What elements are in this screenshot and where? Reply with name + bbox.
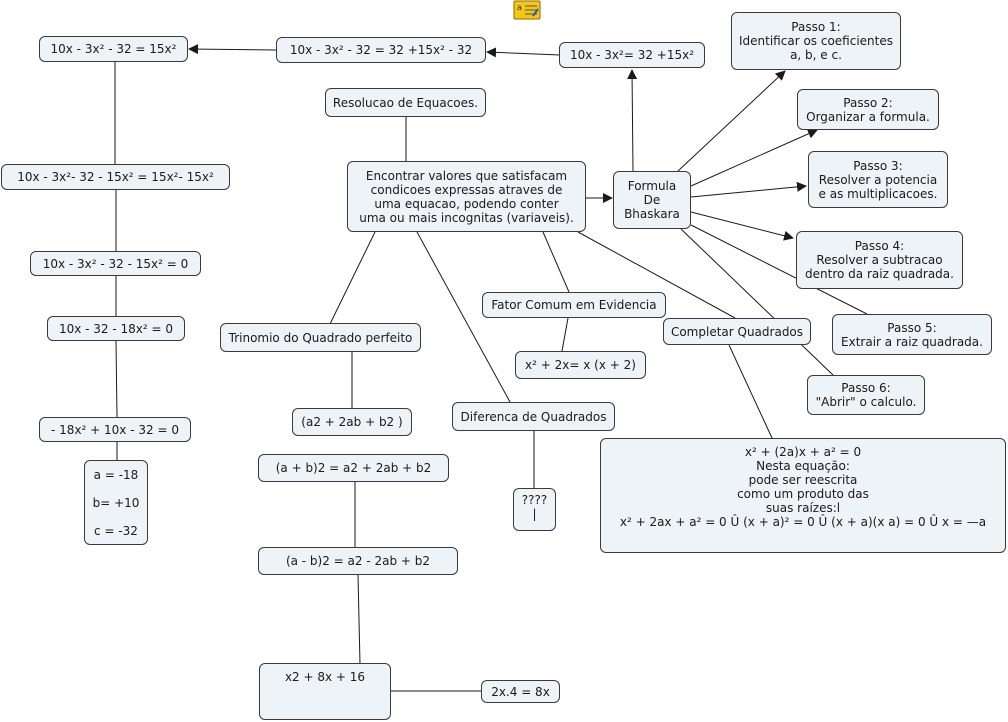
node-eq-d-label: 10x - 3x²- 32 - 15x² = 15x²- 15x² — [17, 170, 214, 184]
node-passo-2[interactable]: Passo 2: Organizar a formula. — [797, 89, 939, 130]
node-tri-c-label: (a - b)2 = a2 - 2ab + b2 — [285, 554, 431, 568]
node-tri-c[interactable]: (a - b)2 = a2 - 2ab + b2 — [258, 547, 458, 575]
link-eq-a-eq-b — [486, 47, 561, 58]
link-eq-f-eq-g — [115, 340, 118, 418]
node-eq-f-label: 10x - 32 - 18x² = 0 — [58, 321, 174, 336]
node-passo-1[interactable]: Passo 1: Identificar os coeficientes a, … — [731, 12, 901, 70]
node-tri-a-label: (a2 + 2ab + b2 ) — [301, 415, 403, 429]
node-passo-2-label: Passo 2: Organizar a formula. — [806, 95, 930, 124]
node-eq-b[interactable]: 10x - 3x² - 32 = 32 +15x² - 32 — [276, 37, 486, 63]
node-passo-6-label: Passo 6: "Abrir" o calculo. — [815, 381, 917, 409]
node-resolucao-label: Resolucao de Equacoes. — [332, 95, 479, 110]
node-passo-5-label: Passo 5: Extrair a raiz quadrada. — [841, 320, 983, 349]
link-tri-c-tri-d — [357, 574, 361, 665]
node-completar-note-label: x² + (2a)x + a² = 0 Nesta equação: pode … — [619, 445, 987, 529]
node-diferenca-quadrados[interactable]: Diferenca de Quadrados — [452, 402, 615, 431]
node-passo-4[interactable]: Passo 4: Resolver a subtracao dentro da … — [796, 231, 963, 289]
node-trinomio[interactable]: Trinomio do Quadrado perfeito — [220, 323, 421, 352]
node-central-label: Encontrar valores que satisfacam condico… — [359, 168, 574, 225]
node-coefficients[interactable]: a = -18 b= +10 c = -32 — [84, 460, 148, 545]
link-formula-passo5 — [690, 224, 868, 315]
node-eq-c-label: 10x - 3x² - 32 = 15x² — [50, 42, 177, 56]
node-fator-label: Fator Comum em Evidencia — [491, 298, 657, 312]
node-eq-a[interactable]: 10x - 3x²= 32 +15x² — [559, 42, 705, 68]
node-tri-e-label: 2x.4 = 8x — [491, 684, 550, 699]
node-tri-d[interactable]: x2 + 8x + 16 — [259, 663, 391, 720]
node-eq-a-label: 10x - 3x²= 32 +15x² — [569, 48, 695, 62]
node-fator-example[interactable]: x² + 2x= x (x + 2) — [515, 351, 646, 379]
link-central-diferenca — [416, 231, 511, 403]
link-formula-passo1 — [677, 70, 786, 172]
node-completar-quadrados[interactable]: Completar Quadrados — [663, 318, 811, 345]
node-eq-e[interactable]: 10x - 3x² - 32 - 15x² = 0 — [30, 251, 201, 276]
link-central-fator — [542, 231, 570, 293]
node-passo-3-label: Passo 3: Resolver a potencia e as multip… — [818, 158, 938, 201]
link-formula-eq-a — [627, 69, 638, 172]
svg-text:a: a — [517, 3, 522, 12]
node-eq-g[interactable]: - 18x² + 10x - 32 = 0 — [39, 417, 191, 442]
node-passo-1-label: Passo 1: Identificar os coeficientes a, … — [739, 20, 893, 62]
link-formula-passo4 — [690, 211, 794, 241]
node-diferenca-example-label: ???? | — [521, 493, 548, 521]
node-tri-b-label: (a + b)2 = a2 + 2ab + b2 — [275, 461, 432, 475]
node-eq-e-label: 10x - 3x² - 32 - 15x² = 0 — [42, 256, 189, 271]
link-completar-note — [728, 344, 773, 439]
node-eq-c[interactable]: 10x - 3x² - 32 = 15x² — [39, 36, 188, 62]
link-eq-b-eq-c — [188, 44, 277, 55]
node-tri-a[interactable]: (a2 + 2ab + b2 ) — [292, 408, 412, 436]
node-passo-3[interactable]: Passo 3: Resolver a potencia e as multip… — [808, 151, 948, 208]
node-passo-6[interactable]: Passo 6: "Abrir" o calculo. — [807, 375, 925, 415]
node-diferenca-label: Diferenca de Quadrados — [460, 409, 607, 424]
node-central-definition[interactable]: Encontrar valores que satisfacam condico… — [347, 161, 586, 232]
note-icon[interactable]: a — [513, 0, 541, 20]
node-tri-b[interactable]: (a + b)2 = a2 + 2ab + b2 — [258, 454, 449, 482]
node-coefficients-label: a = -18 b= +10 c = -32 — [92, 467, 140, 538]
link-central-trinomio — [329, 231, 376, 325]
node-trinomio-label: Trinomio do Quadrado perfeito — [228, 330, 413, 345]
node-fator-example-label: x² + 2x= x (x + 2) — [525, 358, 636, 372]
link-formula-passo2 — [690, 129, 818, 187]
link-formula-passo6 — [680, 228, 834, 376]
node-resolucao[interactable]: Resolucao de Equacoes. — [325, 88, 486, 117]
node-eq-g-label: - 18x² + 10x - 32 = 0 — [51, 422, 179, 437]
link-fator-ex — [561, 317, 569, 352]
node-formula-bhaskara[interactable]: Formula De Bhaskara — [613, 171, 691, 229]
node-fator-comum[interactable]: Fator Comum em Evidencia — [482, 292, 666, 318]
node-passo-5[interactable]: Passo 5: Extrair a raiz quadrada. — [832, 314, 992, 355]
link-central-completar — [577, 231, 736, 319]
node-passo-4-label: Passo 4: Resolver a subtracao dentro da … — [805, 239, 954, 281]
link-formula-passo3 — [690, 181, 807, 198]
node-formula-label: Formula De Bhaskara — [624, 179, 680, 221]
node-diferenca-example[interactable]: ???? | — [513, 488, 556, 531]
node-eq-f[interactable]: 10x - 32 - 18x² = 0 — [47, 316, 185, 341]
node-tri-e[interactable]: 2x.4 = 8x — [481, 680, 560, 703]
node-eq-b-label: 10x - 3x² - 32 = 32 +15x² - 32 — [289, 43, 473, 57]
node-completar-label: Completar Quadrados — [670, 324, 804, 339]
node-eq-d[interactable]: 10x - 3x²- 32 - 15x² = 15x²- 15x² — [1, 164, 230, 190]
node-completar-note[interactable]: x² + (2a)x + a² = 0 Nesta equação: pode … — [600, 438, 1006, 553]
node-tri-d-label: x2 + 8x + 16 — [284, 670, 366, 684]
